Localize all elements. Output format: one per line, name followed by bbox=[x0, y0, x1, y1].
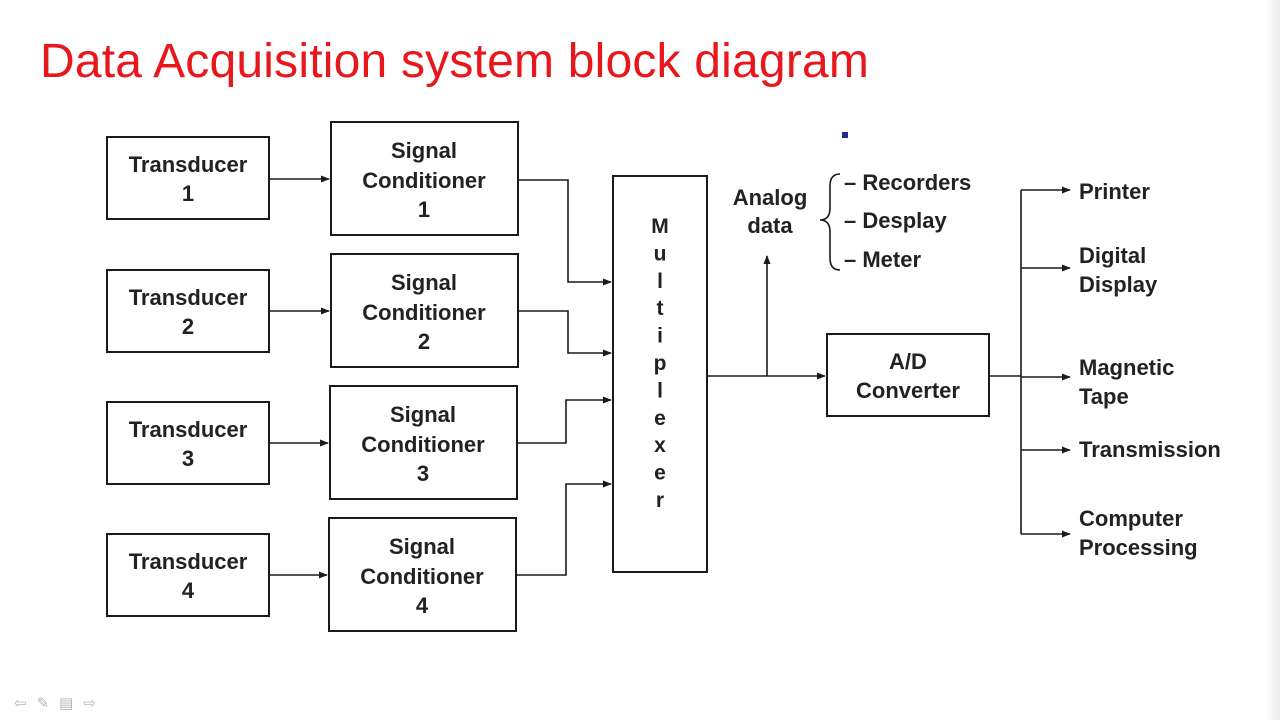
transducer-number: 2 bbox=[182, 314, 194, 339]
output-transmission: Transmission bbox=[1079, 437, 1221, 462]
transducer-label: Transducer bbox=[129, 152, 248, 177]
output-computer-processing: Computer bbox=[1079, 506, 1183, 531]
analog-item-meter: – Meter bbox=[844, 247, 921, 272]
analog-item-display: – Desplay bbox=[844, 208, 947, 233]
conditioner-label: Signal bbox=[391, 138, 457, 163]
conditioner-label: Conditioner bbox=[360, 564, 484, 589]
output-magnetic-tape: Magnetic bbox=[1079, 355, 1174, 380]
output-printer: Printer bbox=[1079, 179, 1150, 204]
transducer-number: 4 bbox=[182, 578, 195, 603]
conditioner-label: Conditioner bbox=[361, 432, 485, 457]
conditioner-label: Signal bbox=[391, 270, 457, 295]
menu-icon[interactable]: ▤ bbox=[59, 695, 74, 712]
adc-label: Converter bbox=[856, 378, 960, 403]
arrow-conditioner4-to-mux bbox=[516, 480, 612, 576]
conditioner-label: Conditioner bbox=[362, 300, 486, 325]
conditioner-label: Signal bbox=[389, 534, 455, 559]
analog-data-label: Analog bbox=[733, 185, 808, 210]
conditioner-number: 3 bbox=[417, 461, 429, 486]
output-digital-display: Display bbox=[1079, 272, 1158, 297]
scan-mark bbox=[842, 132, 848, 138]
transducer-2-block: Transducer 2 bbox=[106, 269, 270, 353]
adc-block: A/D Converter bbox=[826, 333, 990, 417]
transducer-label: Transducer bbox=[129, 285, 248, 310]
signal-conditioner-1-block: Signal Conditioner 1 bbox=[330, 121, 519, 236]
signal-conditioner-3-block: Signal Conditioner 3 bbox=[329, 385, 518, 500]
transducer-number: 3 bbox=[182, 446, 194, 471]
output-magnetic-tape: Tape bbox=[1079, 384, 1129, 409]
conditioner-number: 4 bbox=[416, 593, 429, 618]
transducer-1-block: Transducer 1 bbox=[106, 136, 270, 220]
arrow-left-icon[interactable]: ⇦ bbox=[14, 695, 27, 712]
transducer-label: Transducer bbox=[129, 549, 248, 574]
signal-conditioner-4-block: Signal Conditioner 4 bbox=[328, 517, 517, 632]
analog-brace bbox=[819, 173, 841, 271]
adc-label: A/D bbox=[889, 349, 927, 374]
transducer-4-block: Transducer 4 bbox=[106, 533, 270, 617]
conditioner-number: 1 bbox=[418, 197, 430, 222]
analog-item-recorders: – Recorders bbox=[844, 170, 971, 195]
slide-edge-shadow bbox=[1266, 0, 1280, 720]
slide-controls: ⇦ ✎ ▤ ⇨ bbox=[14, 694, 96, 712]
output-digital-display: Digital bbox=[1079, 243, 1146, 268]
transducer-label: Transducer bbox=[129, 417, 248, 442]
arrow-right-icon[interactable]: ⇨ bbox=[83, 695, 96, 712]
arrow-conditioner1-to-mux bbox=[518, 179, 612, 286]
pen-icon[interactable]: ✎ bbox=[36, 695, 50, 712]
slide-title: Data Acquisition system block diagram bbox=[40, 35, 870, 88]
conditioner-label: Signal bbox=[390, 402, 456, 427]
output-computer-processing: Processing bbox=[1079, 535, 1198, 560]
arrow-conditioner3-to-mux bbox=[517, 396, 612, 444]
analog-data-label: data bbox=[747, 213, 793, 238]
signal-conditioner-2-block: Signal Conditioner 2 bbox=[330, 253, 519, 368]
transducer-number: 1 bbox=[182, 181, 194, 206]
arrow-conditioner2-to-mux bbox=[518, 310, 612, 357]
conditioner-number: 2 bbox=[418, 329, 430, 354]
transducer-3-block: Transducer 3 bbox=[106, 401, 270, 485]
conditioner-label: Conditioner bbox=[362, 168, 486, 193]
